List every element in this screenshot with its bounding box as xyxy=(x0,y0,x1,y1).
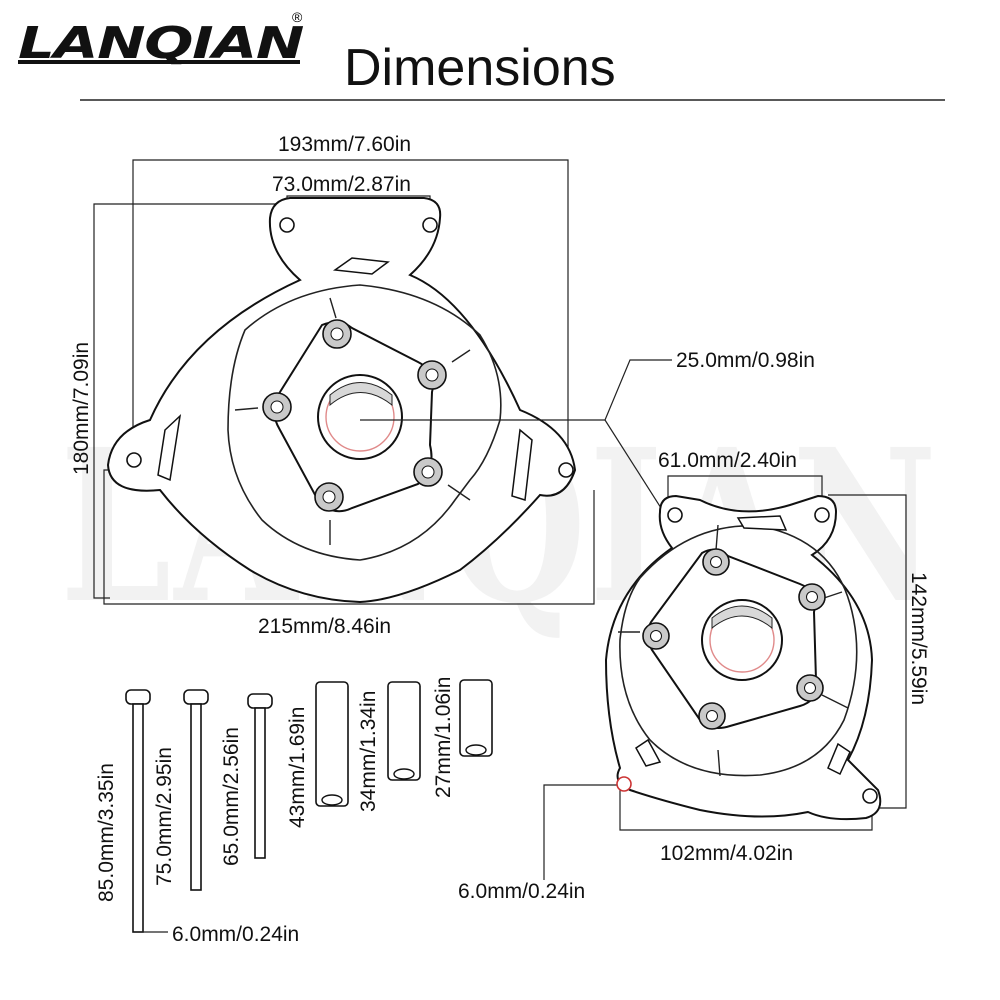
small-cover-base-width-label: 102mm/4.02in xyxy=(660,842,793,865)
large-cover-height-label: 180mm/7.09in xyxy=(70,342,93,475)
spacer-length-label: 27mm/1.06in xyxy=(432,677,455,798)
large-stator-cover: 193mm/7.60in 73.0mm/2.87in 180mm/7.09in … xyxy=(70,133,595,638)
large-cover-spokes xyxy=(234,297,471,545)
small-cover-hole-span-label: 61.0mm/2.40in xyxy=(658,449,797,472)
large-cover-hole-span-label: 73.0mm/2.87in xyxy=(272,173,411,196)
bore-leader-line xyxy=(360,359,672,421)
spacer xyxy=(459,679,493,757)
large-cover-mount-holes xyxy=(126,217,574,478)
small-cover-slots xyxy=(635,515,851,776)
bolt-length-label: 85.0mm/3.35in xyxy=(95,763,118,902)
large-cover-slots xyxy=(157,257,533,501)
spacer-length-label: 34mm/1.34in xyxy=(357,691,380,812)
small-cover-height-label: 142mm/5.59in xyxy=(907,572,930,705)
small-stator-cover: 25.0mm/0.98in 61.0mm/2.40in 142mm/5.59in… xyxy=(360,349,930,903)
spacer xyxy=(315,681,349,807)
small-cover-bore-shadow xyxy=(711,605,773,630)
bolt xyxy=(183,689,209,891)
large-cover-bore-shadow xyxy=(329,382,393,407)
small-cover-bolt-holes xyxy=(642,548,826,730)
registered-mark: ® xyxy=(292,9,303,25)
bolt-length-label: 75.0mm/2.95in xyxy=(153,747,176,886)
large-cover-bolt-holes xyxy=(262,319,447,512)
bolt xyxy=(125,689,151,933)
large-cover-top-width-label: 193mm/7.60in xyxy=(278,133,411,156)
large-cover-inner-ring xyxy=(227,284,502,561)
small-cover-bore-label: 25.0mm/0.98in xyxy=(676,349,815,372)
small-cover-mount-holes xyxy=(616,507,878,804)
spacer-length-label: 43mm/1.69in xyxy=(286,707,309,828)
bolt xyxy=(247,693,273,859)
bolt-set: 85.0mm/3.35in 75.0mm/2.95in 65.0mm/2.56i… xyxy=(95,689,299,946)
small-cover-hole-diameter-label: 6.0mm/0.24in xyxy=(458,880,585,903)
bolt-length-label: 65.0mm/2.56in xyxy=(220,727,243,866)
spacer xyxy=(387,681,421,781)
brand-logo-text: LANQIAN xyxy=(18,18,303,69)
large-cover-base-width-label: 215mm/8.46in xyxy=(258,615,391,638)
spacer-set: 43mm/1.69in 34mm/1.34in 27mm/1.06in xyxy=(286,677,493,828)
page-title: Dimensions xyxy=(344,39,616,97)
brand-logo: LANQIAN ® xyxy=(18,9,304,69)
bolt-diameter-label: 6.0mm/0.24in xyxy=(172,923,299,946)
